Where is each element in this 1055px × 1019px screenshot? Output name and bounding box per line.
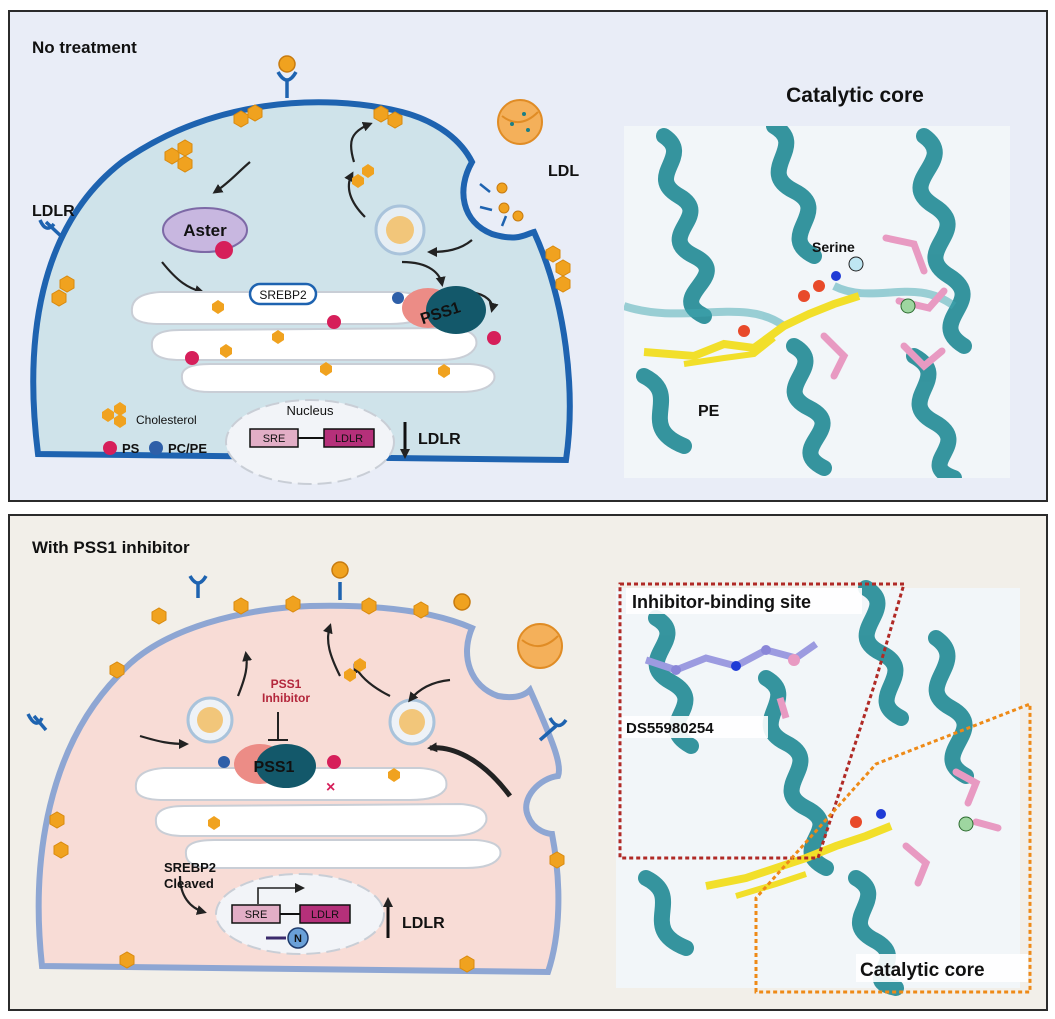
catalytic-core-box [754,701,1032,994]
endosome-vesicle-icon [374,204,426,256]
legend: Cholesterol PS PC/PE [102,402,207,456]
ldlr-receptor-icon [26,575,568,742]
srebp2-box [248,282,318,306]
ldlr-receptor-icon [38,71,298,239]
serine-label: Serine [812,239,855,255]
endoplasmic-reticulum [130,291,496,393]
sre-label: SRE [245,909,268,921]
sre-box [231,904,281,924]
blocked-x-icon: × [326,779,335,796]
bottom-panel-title: With PSS1 inhibitor [32,538,190,557]
srebp2-label: SREBP2 [259,288,307,302]
endoplasmic-reticulum [134,767,502,869]
membrane-cholesterol-icons [49,595,565,973]
top-structure-view: Serine PE [624,126,1010,478]
srebp2-n-terminal-icon [287,927,309,949]
top-structure-title: Catalytic core [786,84,924,107]
membrane-cholesterol-icons [51,104,571,307]
legend-ps-label: PS [122,441,140,456]
top-panel-no-treatment: No treatment [8,10,1048,502]
inhibitor-binding-site-box [618,582,907,860]
vesicle-icon [186,696,436,746]
top-panel-title: No treatment [32,38,137,57]
nucleus-label: Nucleus [287,403,334,418]
ldl-label: LDL [548,163,579,180]
ldlr-gene-box [323,428,375,448]
pss1-enzyme: PSS1 [402,286,486,334]
ldlr-decrease-label: LDLR [418,431,461,448]
binding-site-label: Inhibitor-binding site [632,592,811,612]
pe-ligand-icon [643,271,861,367]
pss1-enzyme: PSS1 [234,744,316,788]
srebp2-cleaved-line1: SREBP2 [164,860,216,875]
ds55980254-compound-icon [644,641,819,675]
catalytic-core-label: Catalytic core [860,960,985,981]
ldl-particle-icon [497,99,543,145]
srebp2-cleaved-line2: Cleaved [164,876,214,891]
ldlr-gene-box [299,904,351,924]
ldlr-membrane-label: LDLR [32,203,75,220]
ldl-particle-icon [517,623,563,669]
legend-pcpe-label: PC/PE [168,441,207,456]
sre-label: SRE [263,433,286,445]
top-cell-diagram: LDL LDLR Aster [30,55,579,485]
sre-box [249,428,299,448]
inhibitor-label-2: Inhibitor [262,691,310,705]
ldlr-increase-label: LDLR [402,915,445,932]
pss1-label: PSS1 [254,759,295,776]
inhibitor-label-1: PSS1 [271,677,302,691]
bottom-cell-diagram: PSS1 Inhibitor PSS1 × SREBP2 Cleaved SRE… [26,561,568,976]
aster-protein: Aster [162,207,248,259]
legend-cholesterol-label: Cholesterol [136,413,197,427]
ldlr-gene-label: LDLR [311,909,339,921]
compound-label: DS55980254 [626,720,714,737]
ldlr-gene-label: LDLR [335,433,363,445]
pe-label: PE [698,403,720,420]
n-label: N [294,933,302,945]
aster-label: Aster [183,221,227,240]
nucleus [225,399,395,485]
bottom-panel-with-inhibitor: With PSS1 inhibitor [8,514,1048,1011]
bottom-structure-view: Inhibitor-binding site DS55980254 Cataly… [616,580,1032,996]
